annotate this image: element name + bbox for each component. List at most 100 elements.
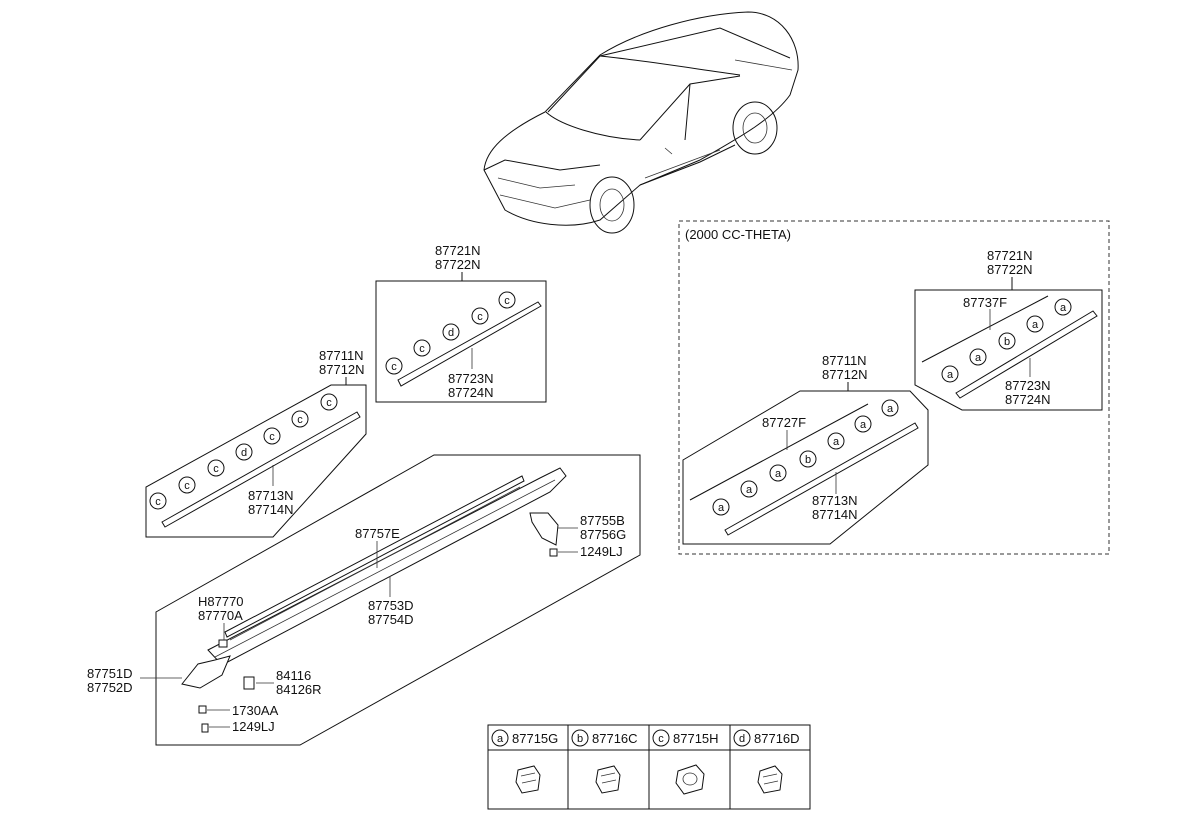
legend-part-number: 87716C	[592, 731, 638, 746]
clip-marker-a: a	[769, 464, 787, 482]
svg-text:c: c	[391, 361, 397, 373]
legend-part-number: 87715H	[673, 731, 719, 746]
label-87722N: 87722N	[435, 257, 481, 272]
svg-text:a: a	[975, 352, 982, 364]
label-87727F: 87727F	[762, 415, 806, 430]
svg-text:a: a	[775, 468, 782, 480]
clip-marker-a: a	[1054, 298, 1072, 316]
moulding-strip	[397, 301, 542, 387]
clip-87715G-icon	[515, 765, 541, 794]
legend-letter: a	[497, 733, 504, 745]
label-87723N: 87723N	[1005, 378, 1051, 393]
clip-marker-a: a	[969, 348, 987, 366]
label-87721N: 87721N	[435, 243, 481, 258]
svg-text:b: b	[805, 454, 811, 466]
clip-87716C-icon	[595, 765, 621, 794]
label-87713N: 87713N	[248, 488, 294, 503]
theta-title: (2000 CC-THETA)	[685, 227, 791, 242]
legend-part-number: 87715G	[512, 731, 558, 746]
svg-text:b: b	[1004, 336, 1010, 348]
theta-dashed-box	[678, 220, 1110, 555]
svg-text:c: c	[297, 414, 303, 426]
fastener	[198, 705, 207, 714]
label-87712N: 87712N	[822, 367, 868, 382]
svg-text:a: a	[947, 369, 954, 381]
clip-marker-c: c	[291, 410, 309, 428]
label-87753D: 87753D	[368, 598, 414, 613]
label-87712N: 87712N	[319, 362, 365, 377]
clip-marker-d: d	[235, 443, 253, 461]
label-87721N: 87721N	[987, 248, 1033, 263]
clip-87716D-icon	[757, 765, 783, 794]
label-87714N: 87714N	[812, 507, 858, 522]
svg-text:c: c	[155, 496, 161, 508]
clip-marker-a: a	[740, 480, 758, 498]
clip-marker-c: c	[263, 427, 281, 445]
label-1249LJ: 1249LJ	[232, 719, 275, 734]
svg-text:d: d	[448, 327, 454, 339]
clip-marker-c: c	[149, 492, 167, 510]
legend-cell-b: b 87716C	[571, 729, 638, 747]
svg-text:c: c	[477, 311, 483, 323]
clip-marker-b: b	[799, 450, 817, 468]
svg-text:a: a	[860, 419, 867, 431]
clip-marker-a: a	[712, 498, 730, 516]
fastener	[201, 723, 209, 733]
label-87755B: 87755B	[580, 513, 625, 528]
legend-letter-circle	[733, 729, 751, 747]
group-2000cc-theta: (2000 CC-THETA) 87721N 87722N 87737F 877…	[678, 220, 1110, 555]
label-1249LJ: 1249LJ	[580, 544, 623, 559]
label-87711N: 87711N	[319, 348, 364, 363]
clip-marker-c: c	[471, 307, 489, 325]
legend-part-number: 87716D	[754, 731, 800, 746]
label-87737F: 87737F	[963, 295, 1007, 310]
legend-letter-circle	[571, 729, 589, 747]
clip-marker-c: c	[413, 339, 431, 357]
screw	[549, 548, 558, 557]
clip-markers-box3: a a b a a	[941, 298, 1072, 383]
clip-marker-a: a	[854, 415, 872, 433]
label-87722N: 87722N	[987, 262, 1033, 277]
svg-text:c: c	[184, 480, 190, 492]
garnish-strip	[224, 475, 525, 638]
label-87756G: 87756G	[580, 527, 626, 542]
moulding-strip	[955, 310, 1098, 399]
car-illustration	[483, 11, 799, 234]
legend-cell-a: a 87715G	[491, 729, 558, 747]
svg-text:a: a	[1032, 319, 1039, 331]
svg-text:d: d	[241, 447, 247, 459]
svg-text:a: a	[833, 436, 840, 448]
clip-marker-c: c	[207, 459, 225, 477]
group-87711N-rear-door-moulding: 87711N 87712N 87713N 87714N c c c d c c c	[145, 348, 367, 538]
rear-bracket	[529, 512, 559, 546]
svg-text:c: c	[269, 431, 275, 443]
clip-marker-a: a	[827, 432, 845, 450]
label-87751D: 87751D	[87, 666, 133, 681]
clip-marker-d: d	[442, 323, 460, 341]
end-cap-front	[181, 655, 231, 689]
label-87724N: 87724N	[1005, 392, 1051, 407]
label-87752D: 87752D	[87, 680, 133, 695]
clip-markers-box4: a a a b a a a	[712, 399, 899, 516]
svg-text:a: a	[718, 502, 725, 514]
legend-letter-circle	[652, 729, 670, 747]
label-84126R: 84126R	[276, 682, 322, 697]
plate	[243, 676, 255, 690]
label-87711N: 87711N	[822, 353, 867, 368]
label-1730AA: 1730AA	[232, 703, 279, 718]
svg-text:a: a	[887, 403, 894, 415]
clip-marker-c: c	[320, 393, 338, 411]
svg-text:c: c	[326, 397, 332, 409]
clip-marker-c: c	[385, 357, 403, 375]
label-87713N: 87713N	[812, 493, 858, 508]
svg-text:a: a	[1060, 302, 1067, 314]
label-87714N: 87714N	[248, 502, 294, 517]
legend-letter: b	[577, 733, 583, 745]
label-87724N: 87724N	[448, 385, 494, 400]
label-84116: 84116	[276, 668, 311, 683]
